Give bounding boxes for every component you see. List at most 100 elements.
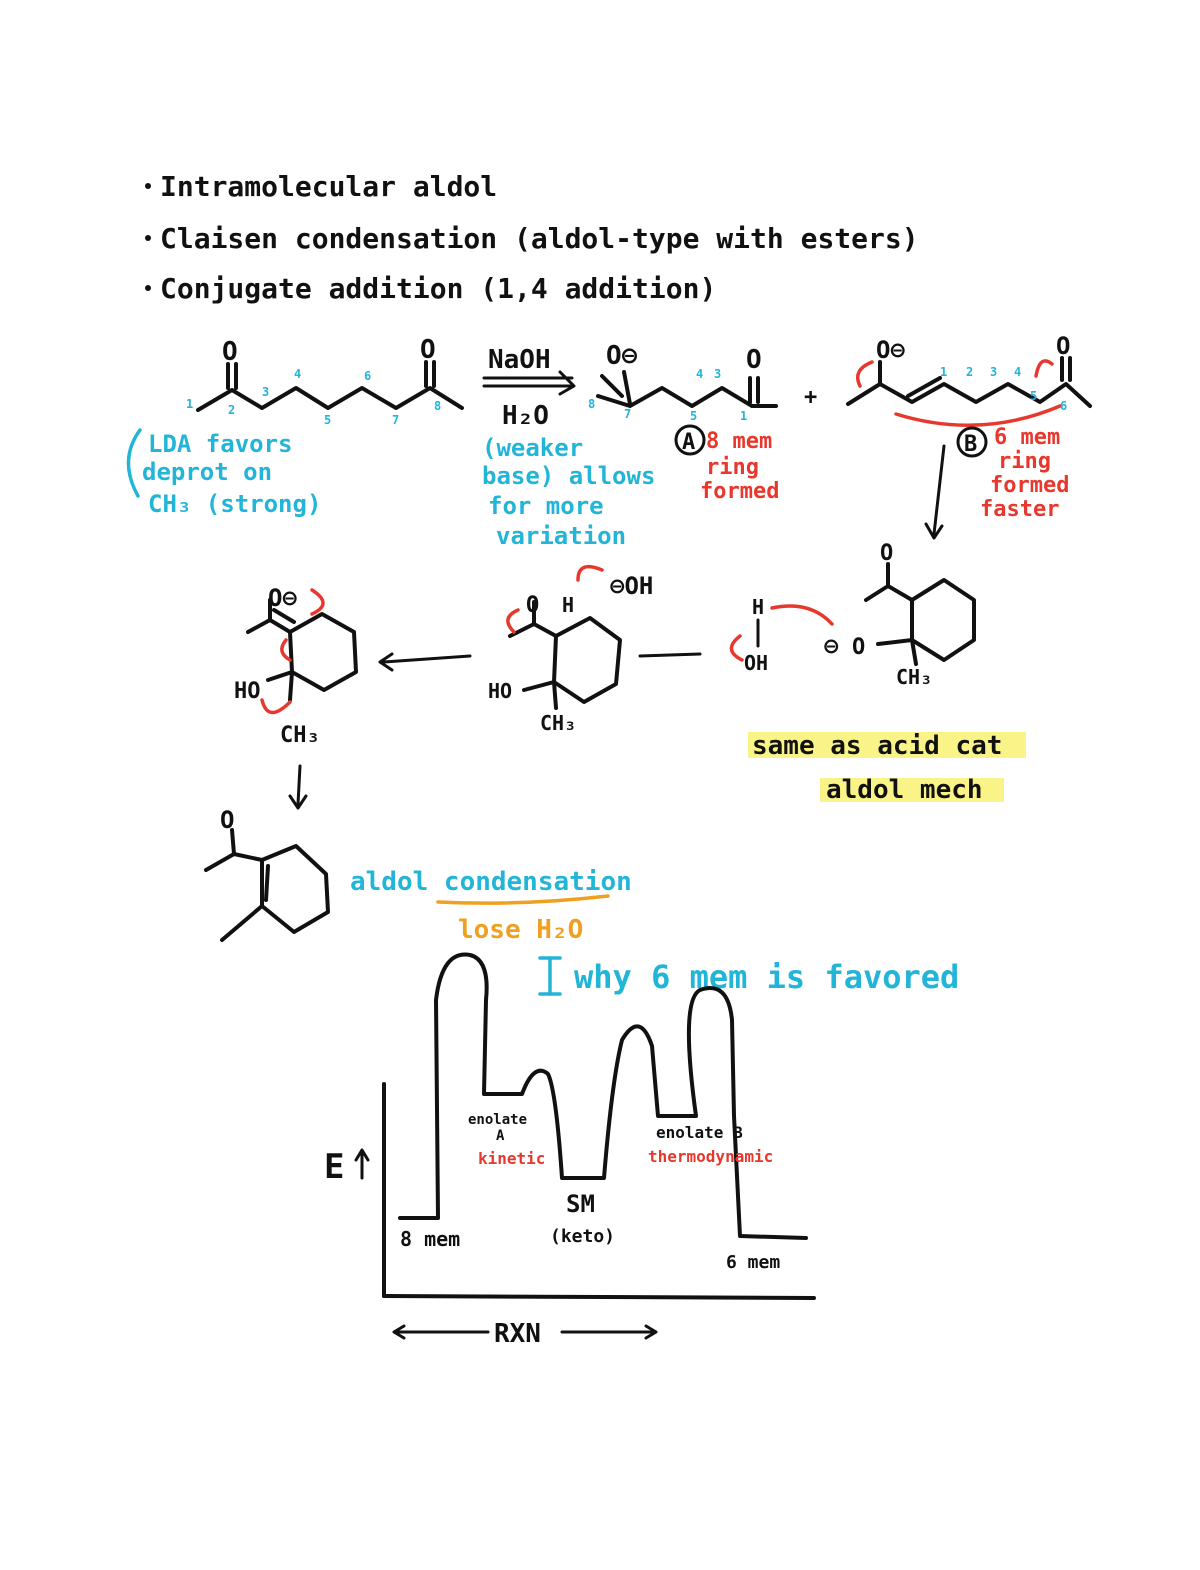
carbon-number: 3 bbox=[714, 367, 721, 381]
enolate-b-attack-arrow bbox=[894, 404, 1062, 428]
level-enolate-a-letter: A bbox=[496, 1128, 505, 1144]
enolate-a-bond bbox=[600, 374, 624, 398]
highlight bbox=[748, 732, 1026, 758]
proton-transfer-arrow bbox=[729, 634, 744, 662]
carbon-number: 1 bbox=[940, 365, 947, 379]
enolate-intermediate: O⊖ HO CH₃ bbox=[234, 584, 358, 748]
methyl-bond bbox=[246, 618, 272, 634]
header-bullets: Intramolecular aldol Claisen condensatio… bbox=[145, 170, 919, 305]
back-arrow-line bbox=[638, 652, 702, 658]
hydroxyl-group: HO bbox=[234, 679, 261, 704]
acetyl-bond bbox=[532, 622, 558, 638]
bullet-claisen: Claisen condensation (aldol-type with es… bbox=[160, 222, 919, 255]
enolate-b: O⊖ O 1 2 3 4 5 6 B 6 mem ring formed fas… bbox=[846, 332, 1092, 540]
down-arrow bbox=[296, 764, 302, 806]
methyl-group: CH₃ bbox=[896, 665, 932, 689]
carbonyl-oxygen: O bbox=[220, 806, 234, 834]
x-axis-arrow-left-head bbox=[392, 1324, 406, 1340]
x-axis-arrow-right-head bbox=[644, 1324, 658, 1340]
carbon-number: 3 bbox=[990, 365, 997, 379]
lda-note-line: LDA favors bbox=[148, 430, 293, 458]
hydroxide: ⊖OH bbox=[610, 572, 653, 600]
enolate-a: O⊖ O 8 7 4 3 5 1 A 8 mem ring formed bbox=[588, 341, 779, 504]
ring-b-note: faster bbox=[980, 497, 1059, 522]
proton-transfer-arrow bbox=[770, 604, 834, 626]
ring-b-note: ring bbox=[998, 449, 1051, 474]
aldol-product: O H HO CH₃ ⊖OH bbox=[488, 564, 653, 735]
alpha-h: H bbox=[562, 593, 574, 617]
enolate-a-oxygen-right: O bbox=[746, 345, 762, 375]
carbon-number: 5 bbox=[690, 409, 697, 423]
methyl-group: CH₃ bbox=[280, 723, 320, 748]
carbon-number: 2 bbox=[228, 403, 235, 417]
reagent-naoh: NaOH bbox=[488, 345, 551, 375]
lda-note-line: CH₃ (strong) bbox=[148, 490, 321, 518]
elimination-arrow bbox=[310, 588, 325, 616]
lose-water-note: lose H₂O bbox=[458, 915, 583, 945]
water-oh: OH bbox=[744, 651, 768, 675]
level-sm: SM bbox=[566, 1190, 595, 1218]
hydroxyl-bond bbox=[266, 670, 294, 682]
enolate-b-arrow bbox=[1034, 359, 1054, 378]
same-as-note: same as acid cat aldol mech bbox=[748, 731, 1026, 805]
reaction-arrow: NaOH H₂O bbox=[482, 345, 576, 431]
final-enone: O bbox=[204, 806, 330, 942]
methyl-bond bbox=[864, 584, 890, 602]
oxygen-right: O bbox=[420, 335, 436, 365]
carbon-number: 2 bbox=[966, 365, 973, 379]
carbon-number: 4 bbox=[294, 367, 301, 381]
enolate-a-bond bbox=[622, 370, 632, 406]
bullet-dot bbox=[145, 235, 151, 241]
level-thermodynamic: thermodynamic bbox=[648, 1147, 773, 1166]
same-as-line: aldol mech bbox=[826, 775, 983, 805]
label-a: A bbox=[682, 430, 695, 455]
methyl-bond bbox=[910, 638, 918, 666]
plus-sign: + bbox=[804, 385, 817, 410]
alkoxide-oxygen: O bbox=[852, 635, 865, 660]
energy-profile-curve bbox=[398, 952, 808, 1240]
lda-note-line: deprot on bbox=[142, 458, 272, 486]
down-arrow-head bbox=[924, 522, 944, 540]
carbon-number: 4 bbox=[1014, 365, 1021, 379]
y-axis-label: E bbox=[324, 1147, 344, 1187]
carbon-number: 7 bbox=[392, 413, 399, 427]
alkoxide-charge: ⊖ bbox=[824, 632, 839, 660]
level-sm-keto: (keto) bbox=[550, 1226, 615, 1247]
methyl-bond bbox=[552, 680, 558, 710]
enolate-b-arrow bbox=[856, 360, 874, 388]
carbon-number: 4 bbox=[696, 367, 703, 381]
energy-diagram: E 8 mem enolate A kinetic SM (keto) enol… bbox=[324, 952, 816, 1349]
deprotonation-arrow bbox=[576, 564, 604, 582]
methyl-group: CH₃ bbox=[540, 711, 576, 735]
ring-a-note: 8 mem bbox=[706, 429, 772, 454]
lda-note: LDA favors deprot on CH₃ (strong) bbox=[126, 428, 321, 518]
cyclohexane-ring bbox=[288, 612, 358, 692]
bullet-conjugate-addition: Conjugate addition (1,4 addition) bbox=[160, 272, 716, 305]
weaker-base-line: variation bbox=[496, 522, 626, 550]
hydroxyl-group: HO bbox=[488, 679, 512, 703]
enolate-double-bond bbox=[272, 608, 296, 624]
carbon-number: 6 bbox=[364, 369, 371, 383]
alkoxide-intermediate: O ⊖ O CH₃ bbox=[824, 541, 976, 689]
acetyl-bond bbox=[232, 852, 264, 862]
weaker-base-line: (weaker bbox=[482, 434, 583, 462]
cyclohexane-ring bbox=[552, 616, 622, 704]
enolization-arrow bbox=[506, 608, 520, 634]
enolate-b-chain bbox=[846, 382, 1092, 408]
leaving-group-arrow bbox=[260, 698, 292, 715]
weaker-base-note: (weaker base) allows for more variation bbox=[482, 434, 655, 550]
aldol-condensation-note: aldol condensation bbox=[350, 867, 632, 897]
down-arrow bbox=[932, 444, 946, 536]
diketone-chain bbox=[196, 386, 464, 412]
carbon-number: 3 bbox=[262, 385, 269, 399]
carbon-number: 5 bbox=[324, 413, 331, 427]
enolate-a-oxygen: O⊖ bbox=[606, 341, 638, 371]
methyl-bond bbox=[220, 904, 264, 942]
methyl-bond bbox=[288, 670, 294, 702]
cyclohexane-ring bbox=[910, 578, 976, 662]
level-kinetic: kinetic bbox=[478, 1149, 545, 1168]
label-b-circle bbox=[956, 426, 988, 458]
lda-bracket bbox=[126, 428, 142, 498]
label-a-circle bbox=[674, 424, 706, 456]
